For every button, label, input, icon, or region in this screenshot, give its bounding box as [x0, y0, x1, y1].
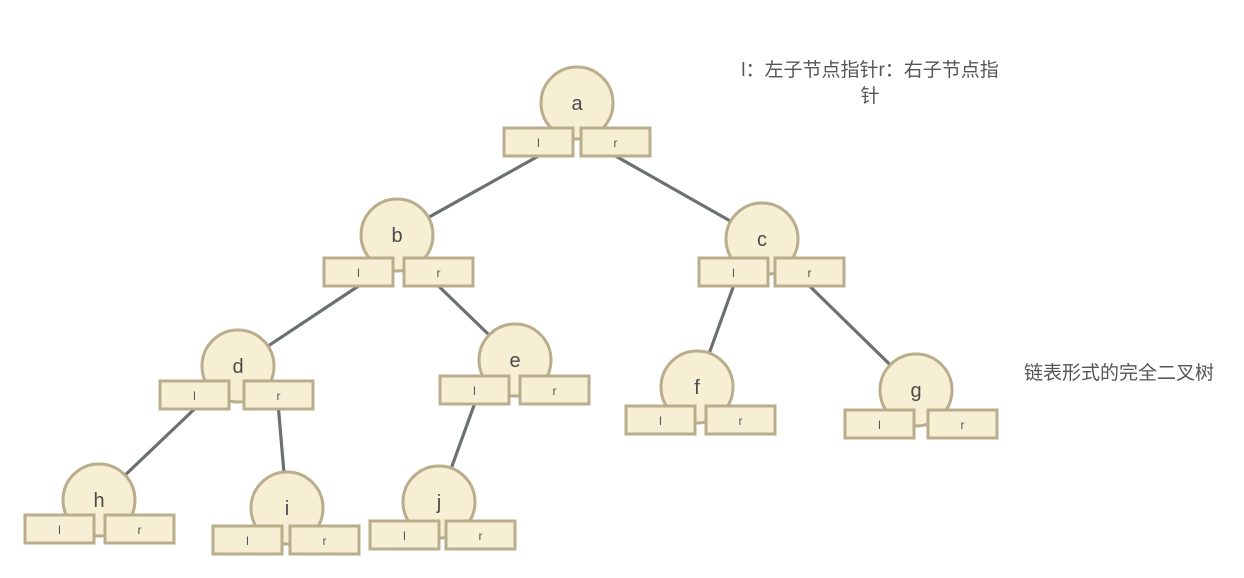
pointer-box-b-l — [322, 256, 395, 288]
edge-b-e — [436, 284, 491, 337]
node-label-g: g — [910, 380, 921, 402]
pointer-box-f-r — [704, 404, 777, 436]
pointer-box-d-l — [158, 379, 231, 411]
edge-c-f — [707, 284, 736, 355]
pointer-box-h-r — [103, 513, 176, 545]
tree-node-d: l r d — [158, 328, 315, 411]
tree-node-b: l r b — [322, 197, 475, 288]
pointer-label-d-l: l — [193, 389, 196, 403]
node-label-h: h — [93, 490, 104, 512]
pointer-box-g-r — [926, 408, 999, 440]
pointer-label-c-l: l — [732, 266, 735, 280]
edge-b-d — [266, 284, 361, 348]
legend-note: l：左子节点指针r：右子节点指针 — [741, 60, 999, 107]
edges-layer — [123, 154, 892, 477]
node-label-f: f — [694, 377, 700, 399]
pointer-label-e-l: l — [473, 384, 476, 398]
pointer-label-a-l: l — [537, 136, 540, 150]
edge-d-h — [123, 407, 197, 477]
node-label-d: d — [232, 356, 243, 378]
tree-node-a: l r a — [502, 65, 652, 158]
pointer-box-i-l — [211, 524, 284, 556]
pointer-box-j-r — [444, 519, 517, 551]
pointer-label-g-l: l — [878, 418, 881, 432]
pointer-label-a-r: r — [614, 136, 618, 150]
tree-node-f: l r f — [624, 349, 777, 436]
pointer-box-g-l — [843, 408, 916, 440]
node-label-i: i — [285, 498, 289, 520]
node-label-b: b — [391, 225, 402, 247]
node-circle-a — [539, 65, 615, 141]
tree-node-i: l r i — [211, 470, 361, 556]
pointer-label-i-l: l — [246, 534, 249, 548]
node-circle-g — [878, 352, 954, 428]
node-circle-b — [359, 197, 435, 273]
node-label-e: e — [509, 350, 520, 372]
pointer-label-h-r: r — [138, 523, 142, 537]
diagram-caption: 链表形式的完全二叉树 — [1023, 363, 1214, 384]
pointer-label-i-r: r — [323, 534, 327, 548]
pointer-label-g-r: r — [961, 418, 965, 432]
pointer-label-c-r: r — [808, 266, 812, 280]
tree-node-e: l r e — [438, 322, 591, 406]
tree-node-h: l r h — [23, 462, 176, 545]
pointer-box-f-l — [624, 404, 697, 436]
pointer-box-e-r — [518, 374, 591, 406]
nodes-layer: l r a l r b l r c l r d l r e l r f l r g l r h l r i l r j — [23, 65, 999, 556]
node-label-j: j — [436, 492, 441, 514]
pointer-label-e-r: r — [553, 384, 557, 398]
tree-node-j: l r j — [368, 464, 517, 551]
pointer-label-d-r: r — [277, 389, 281, 403]
node-label-c: c — [757, 229, 767, 251]
pointer-box-j-l — [368, 519, 441, 551]
pointer-box-a-r — [579, 126, 652, 158]
pointer-box-d-r — [242, 379, 315, 411]
pointer-box-i-r — [288, 524, 361, 556]
pointer-label-h-l: l — [58, 523, 61, 537]
pointer-label-j-r: r — [479, 529, 483, 543]
pointer-label-j-l: l — [403, 529, 406, 543]
pointer-label-f-r: r — [739, 414, 743, 428]
pointer-box-b-r — [402, 256, 475, 288]
edge-e-j — [449, 402, 477, 470]
edge-a-c — [613, 154, 733, 223]
edge-c-g — [807, 284, 892, 367]
node-label-a: a — [571, 93, 583, 115]
pointer-box-a-l — [502, 126, 575, 158]
pointer-box-h-l — [23, 513, 96, 545]
pointer-label-b-r: r — [437, 266, 441, 280]
pointer-label-b-l: l — [357, 266, 360, 280]
tree-node-g: l r g — [843, 352, 999, 440]
pointer-label-f-l: l — [659, 414, 662, 428]
edge-a-b — [426, 154, 541, 220]
pointer-box-c-l — [697, 256, 770, 288]
tree-node-c: l r c — [697, 201, 846, 288]
pointer-box-e-l — [438, 374, 511, 406]
pointer-box-c-r — [773, 256, 846, 288]
edge-d-i — [276, 407, 286, 474]
